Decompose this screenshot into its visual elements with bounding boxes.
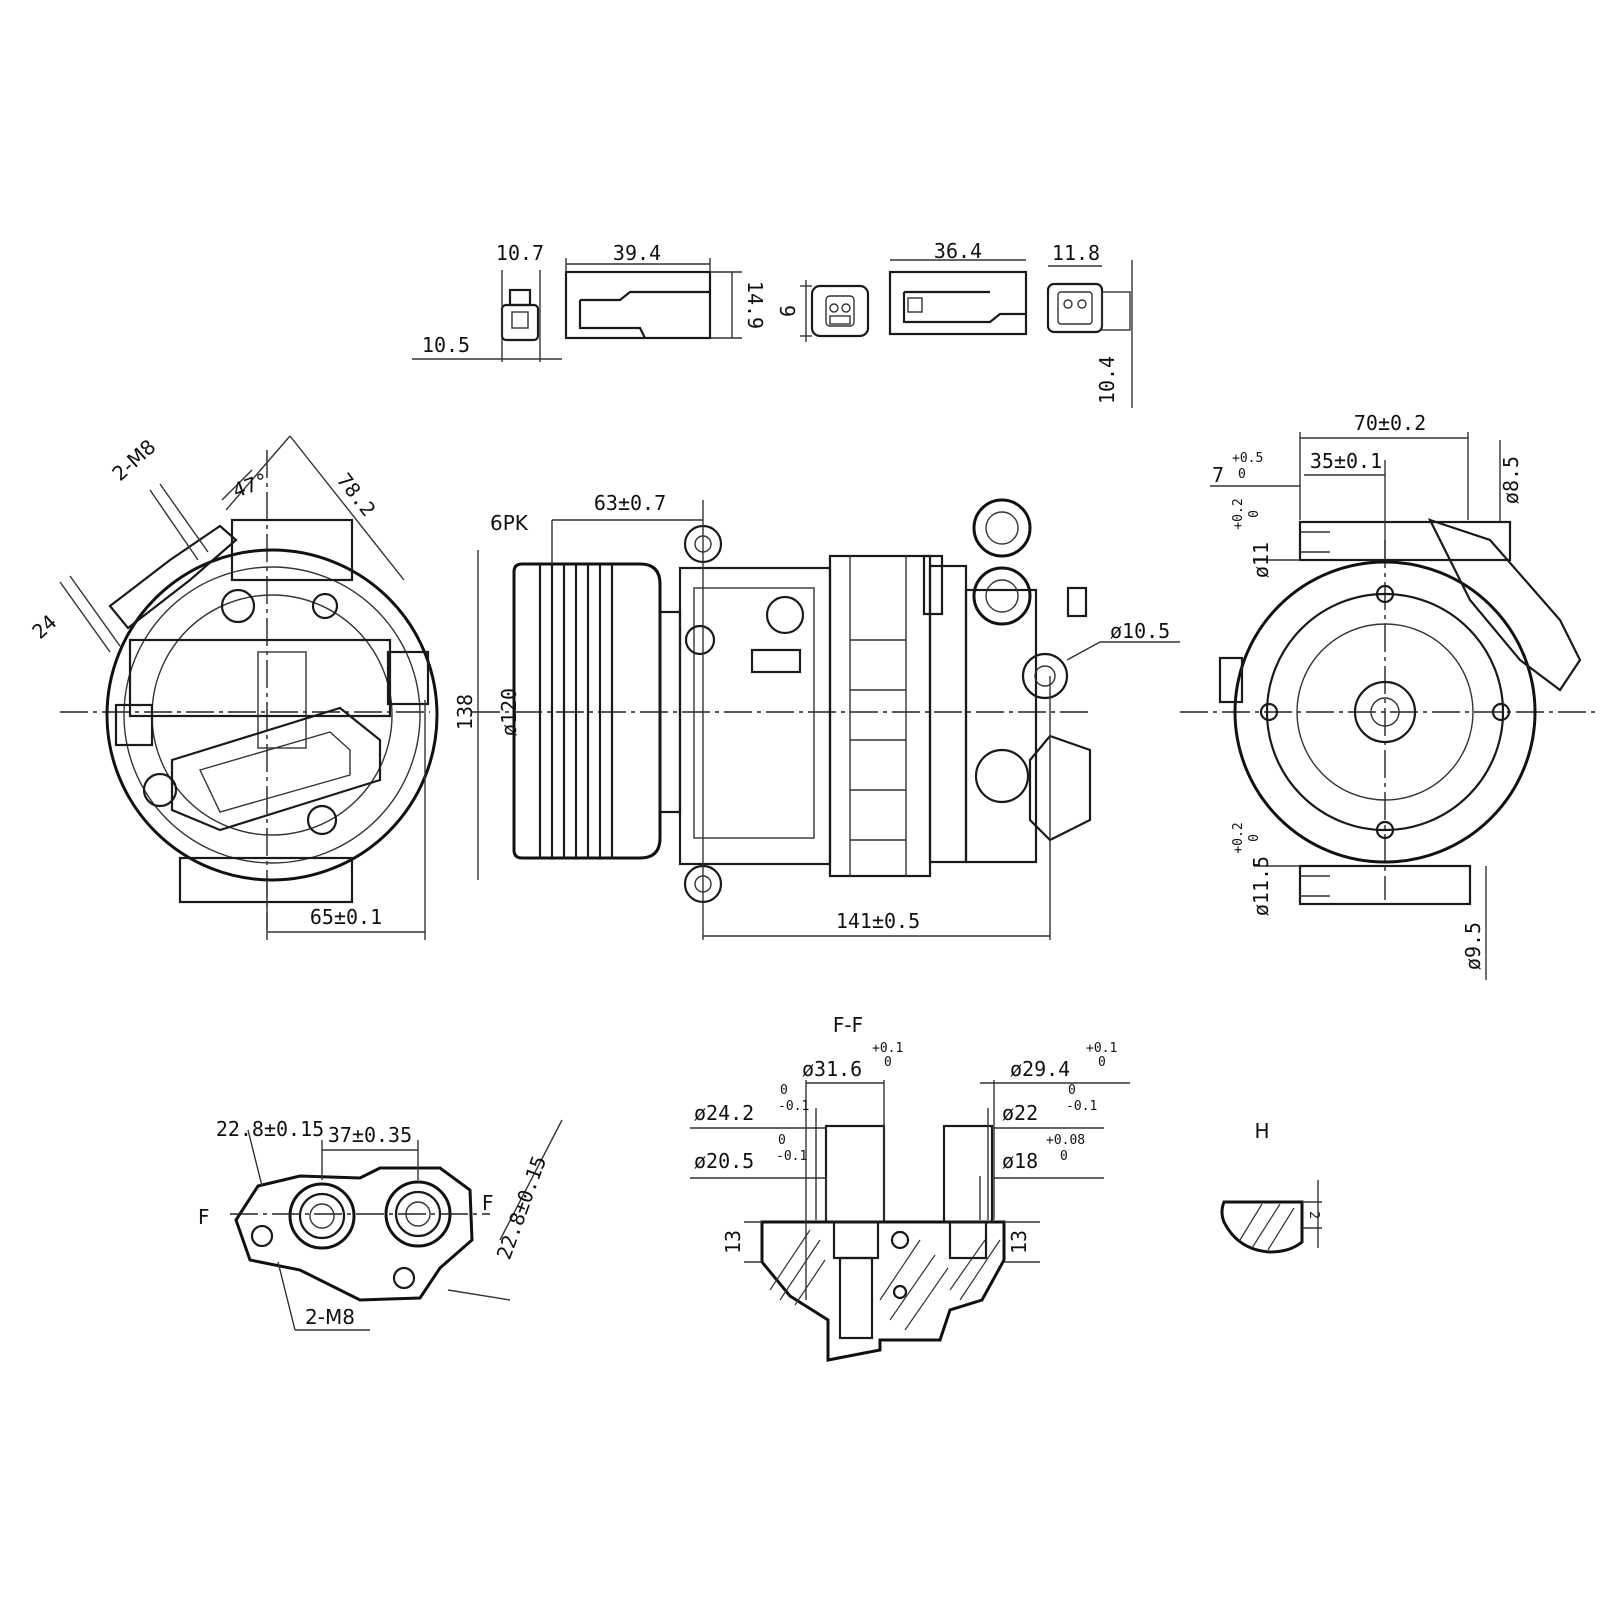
- ff-dia-24-2-tol-lower: -0.1: [778, 1099, 809, 1114]
- connector-5-width: 11.8: [1052, 241, 1100, 265]
- ff-dia-20-5-tol-upper: 0: [778, 1133, 786, 1148]
- ff-depth-left: 13: [721, 1230, 745, 1254]
- port-view: 22.8±0.15 37±0.35 22.8±0.15 F F 2-M8: [198, 1117, 563, 1331]
- right-end-view: 70±0.2 35±0.1 7 +0.5 0 ø8.5 ø11 +0.2 0 ø…: [1180, 411, 1600, 980]
- detail-h-value: 2: [1306, 1211, 1321, 1219]
- ff-dia-18: ø18: [1002, 1149, 1038, 1173]
- left-view-offset: 65±0.1: [310, 905, 382, 929]
- ff-dia-20-5-tol-lower: -0.1: [776, 1149, 807, 1164]
- section-marker-left: F: [198, 1205, 210, 1229]
- ff-dia-22-tol-upper: 0: [1068, 1083, 1076, 1098]
- right-view-bore-top: ø11: [1249, 542, 1273, 578]
- section-marker-right: F: [482, 1191, 494, 1215]
- connector-2-height: 14.9: [743, 281, 767, 329]
- ff-dia-31-6-tol-upper: +0.1: [872, 1041, 903, 1056]
- right-view-bore-bottom-tol-upper: +0.2: [1231, 822, 1246, 853]
- right-view-hole-dia: ø8.5: [1499, 456, 1523, 504]
- pulley-position-dim: 63±0.7: [594, 491, 666, 515]
- right-view-bore-top-tol-upper: +0.2: [1231, 498, 1246, 529]
- belt-type-label: 6PK: [490, 511, 529, 535]
- ff-dia-22: ø22: [1002, 1101, 1038, 1125]
- connector-3-height: 9: [775, 305, 799, 317]
- ff-depth-right: 13: [1007, 1230, 1031, 1254]
- ff-dia-29-4-tol-lower: 0: [1098, 1055, 1106, 1070]
- right-view-bore-bottom: ø11.5: [1249, 856, 1273, 916]
- section-ff-title: F-F: [833, 1013, 863, 1037]
- ff-dia-24-2: ø24.2: [694, 1101, 754, 1125]
- overall-height-dim: 138: [453, 694, 477, 730]
- right-view-top-tab: 7: [1212, 463, 1224, 487]
- right-view-top-tab-tol-lower: 0: [1238, 467, 1246, 482]
- mount-hole-dim: ø10.5: [1110, 619, 1170, 643]
- right-view-hole-bottom: ø9.5: [1461, 922, 1485, 970]
- port-spacing: 37±0.35: [328, 1123, 412, 1147]
- connector-1-height: 10.5: [422, 333, 470, 357]
- connector-1-width: 10.7: [496, 241, 544, 265]
- ff-dia-18-tol-lower: 0: [1060, 1149, 1068, 1164]
- left-view-diagonal: 78.2: [332, 468, 381, 521]
- connector-4: 36.4: [888, 239, 1028, 336]
- right-view-top-tab-tol-upper: +0.5: [1232, 451, 1263, 466]
- connector-2: 39.4 14.9: [564, 241, 767, 340]
- connector-5-height: 10.4: [1095, 356, 1119, 404]
- ff-dia-20-5: ø20.5: [694, 1149, 754, 1173]
- section-ff-hatching: [769, 1229, 1001, 1331]
- pulley-diameter-dim: ø120: [497, 688, 521, 736]
- ff-dia-31-6-tol-lower: 0: [884, 1055, 892, 1070]
- right-view-bore-top-tol-lower: 0: [1247, 510, 1262, 518]
- connector-5: 11.8 10.4: [1046, 241, 1133, 408]
- section-ff: F-F ø: [690, 1013, 1130, 1362]
- connector-4-length: 36.4: [934, 239, 982, 263]
- detail-h: H 2: [1220, 1119, 1322, 1254]
- ff-dia-18-tol-upper: +0.08: [1046, 1133, 1085, 1148]
- ff-dia-29-4-tol-upper: +0.1: [1086, 1041, 1117, 1056]
- ff-dia-29-4: ø29.4: [1010, 1057, 1070, 1081]
- port-view-bolt-label: 2-M8: [305, 1305, 355, 1329]
- right-view-span: 70±0.2: [1354, 411, 1426, 435]
- ff-dia-22-tol-lower: -0.1: [1066, 1099, 1097, 1114]
- left-view-small-dim: 24: [27, 610, 61, 644]
- connector-1: 10.7 10.5: [412, 241, 562, 362]
- overall-length-dim: 141±0.5: [836, 909, 920, 933]
- port-position-2: 22.8±0.15: [492, 1153, 552, 1263]
- connector-3: 9: [775, 280, 870, 342]
- connector-2-length: 39.4: [613, 241, 661, 265]
- left-view-angle: 47°: [230, 468, 272, 503]
- port-position-1: 22.8±0.15: [216, 1117, 324, 1141]
- right-view-bore-bottom-tol-lower: 0: [1247, 834, 1262, 842]
- left-view-bolt-label: 2-M8: [107, 434, 160, 485]
- right-view-half: 35±0.1: [1310, 449, 1382, 473]
- ff-dia-31-6: ø31.6: [802, 1057, 862, 1081]
- left-end-view: 2-M8 47° 78.2 24 65±0.1: [27, 434, 439, 940]
- side-view: 6PK 63±0.7 ø120 138 141±0.5 ø10.5: [453, 491, 1180, 940]
- detail-h-title: H: [1254, 1119, 1269, 1143]
- ff-dia-24-2-tol-upper: 0: [780, 1083, 788, 1098]
